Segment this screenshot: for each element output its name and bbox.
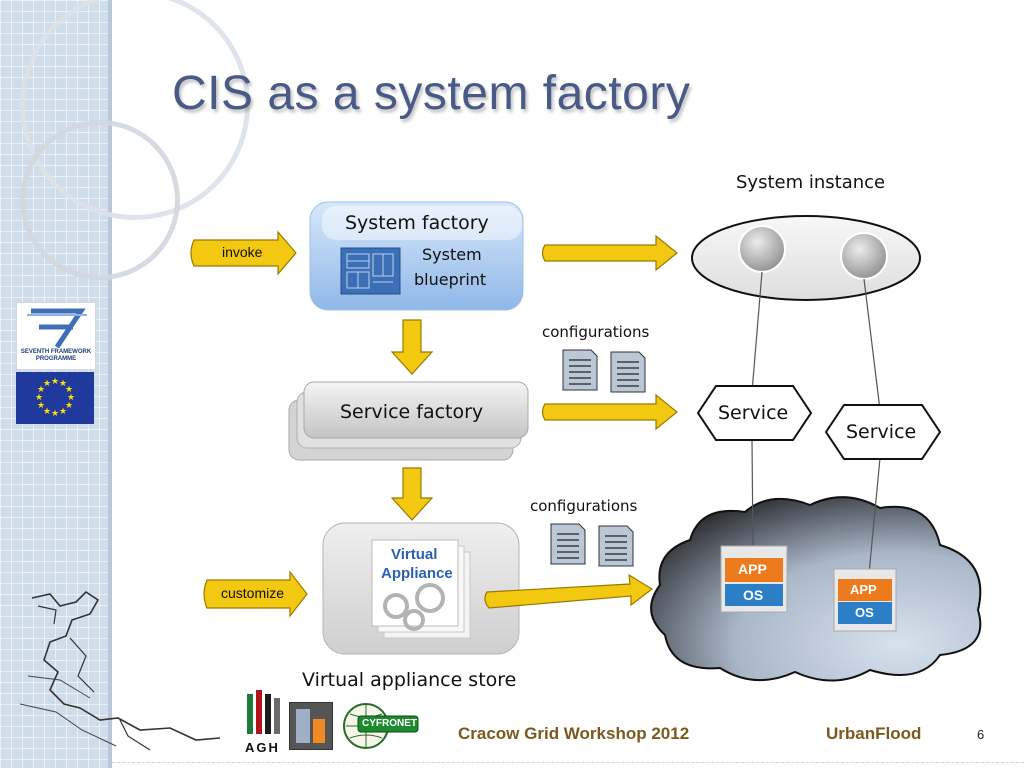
agh-logo-graphic: [247, 690, 280, 734]
config-docs-bottom-icon: [550, 523, 634, 567]
eu-stars-icon: ★★★ ★★★ ★★★ ★★★: [35, 377, 75, 419]
institute-logo-mark-2: [313, 719, 325, 743]
configurations-label-bottom: configurations: [530, 497, 638, 515]
gears-icon: [383, 583, 445, 631]
footer-divider: [112, 762, 1024, 763]
institute-logo-mark: [296, 709, 310, 743]
right-arrow-system-instance: [541, 234, 678, 272]
os-label-1: OS: [743, 587, 764, 603]
virtual-appliance-icon-line1: Virtual: [391, 546, 438, 563]
svg-text:★: ★: [65, 385, 73, 395]
svg-text:★: ★: [35, 393, 43, 403]
config-docs-top-icon: [562, 349, 646, 393]
right-arrow-services: [541, 393, 678, 431]
institute-logo: [289, 702, 333, 750]
service-factory-label: Service factory: [340, 401, 484, 423]
cloud-node: [650, 496, 982, 682]
virtual-appliance-icon-line2: Appliance: [381, 565, 453, 582]
system-blueprint-label-line1: System: [422, 245, 482, 264]
cyfronet-logo: CYFRONET: [340, 700, 420, 752]
service-1-node: [696, 385, 813, 441]
fp7-logo: SEVENTH FRAMEWORK PROGRAMME: [16, 302, 96, 370]
svg-text:★: ★: [59, 379, 67, 389]
blueprint-icon: [340, 247, 401, 295]
configurations-label-top: configurations: [542, 323, 650, 341]
side-band-edge: [108, 0, 112, 768]
decorative-ring-small: [20, 120, 180, 280]
invoke-arrow: [190, 230, 297, 276]
service-1-label: Service: [718, 402, 789, 424]
customize-label: customize: [221, 585, 285, 601]
svg-text:★: ★: [65, 401, 73, 411]
agh-logo: AGH: [243, 690, 283, 758]
footer-project: UrbanFlood: [826, 724, 922, 743]
fp7-logo-graphic: [27, 308, 87, 349]
service-factory-node: [288, 381, 529, 461]
down-arrow-system-to-service: [390, 319, 434, 375]
app-os-2-icon: [833, 568, 897, 632]
appliance-store-label: Virtual appliance store: [302, 669, 517, 691]
invoke-label: invoke: [222, 244, 263, 260]
svg-text:★: ★: [37, 385, 45, 395]
os-label-2: OS: [855, 605, 874, 620]
svg-text:★: ★: [51, 377, 59, 387]
slide-title: CIS as a system factory: [172, 67, 691, 120]
app-label-1: APP: [738, 561, 767, 577]
customize-arrow: [203, 570, 308, 618]
system-instance-node: [691, 215, 921, 301]
service-2-label: Service: [846, 421, 917, 443]
eu-flag: ★★★ ★★★ ★★★ ★★★: [16, 372, 94, 424]
svg-text:★: ★: [43, 379, 51, 389]
river-map-outline: [20, 590, 221, 751]
cyfronet-globe-icon: [343, 703, 419, 749]
agh-logo-text: AGH: [245, 740, 280, 755]
svg-text:★: ★: [59, 407, 67, 417]
fp7-logo-text: SEVENTH FRAMEWORK PROGRAMME: [20, 349, 92, 362]
svg-text:★: ★: [37, 401, 45, 411]
footer-workshop: Cracow Grid Workshop 2012: [458, 724, 690, 743]
service-2-node: [824, 404, 942, 460]
right-arrow-cloud: [484, 573, 654, 609]
system-factory-label: System factory: [345, 212, 489, 234]
cyfronet-logo-text: CYFRONET: [362, 718, 417, 729]
svg-text:★: ★: [67, 393, 75, 403]
system-instance-label: System instance: [736, 172, 886, 193]
app-label-2: APP: [850, 582, 877, 597]
slide-number: 6: [977, 727, 985, 742]
system-blueprint-label-line2: blueprint: [414, 270, 487, 289]
down-arrow-service-to-store: [390, 467, 434, 521]
svg-text:★: ★: [51, 409, 59, 419]
instance-connector-lines: [751, 271, 881, 575]
svg-text:★: ★: [43, 407, 51, 417]
app-os-1-icon: [720, 545, 788, 613]
